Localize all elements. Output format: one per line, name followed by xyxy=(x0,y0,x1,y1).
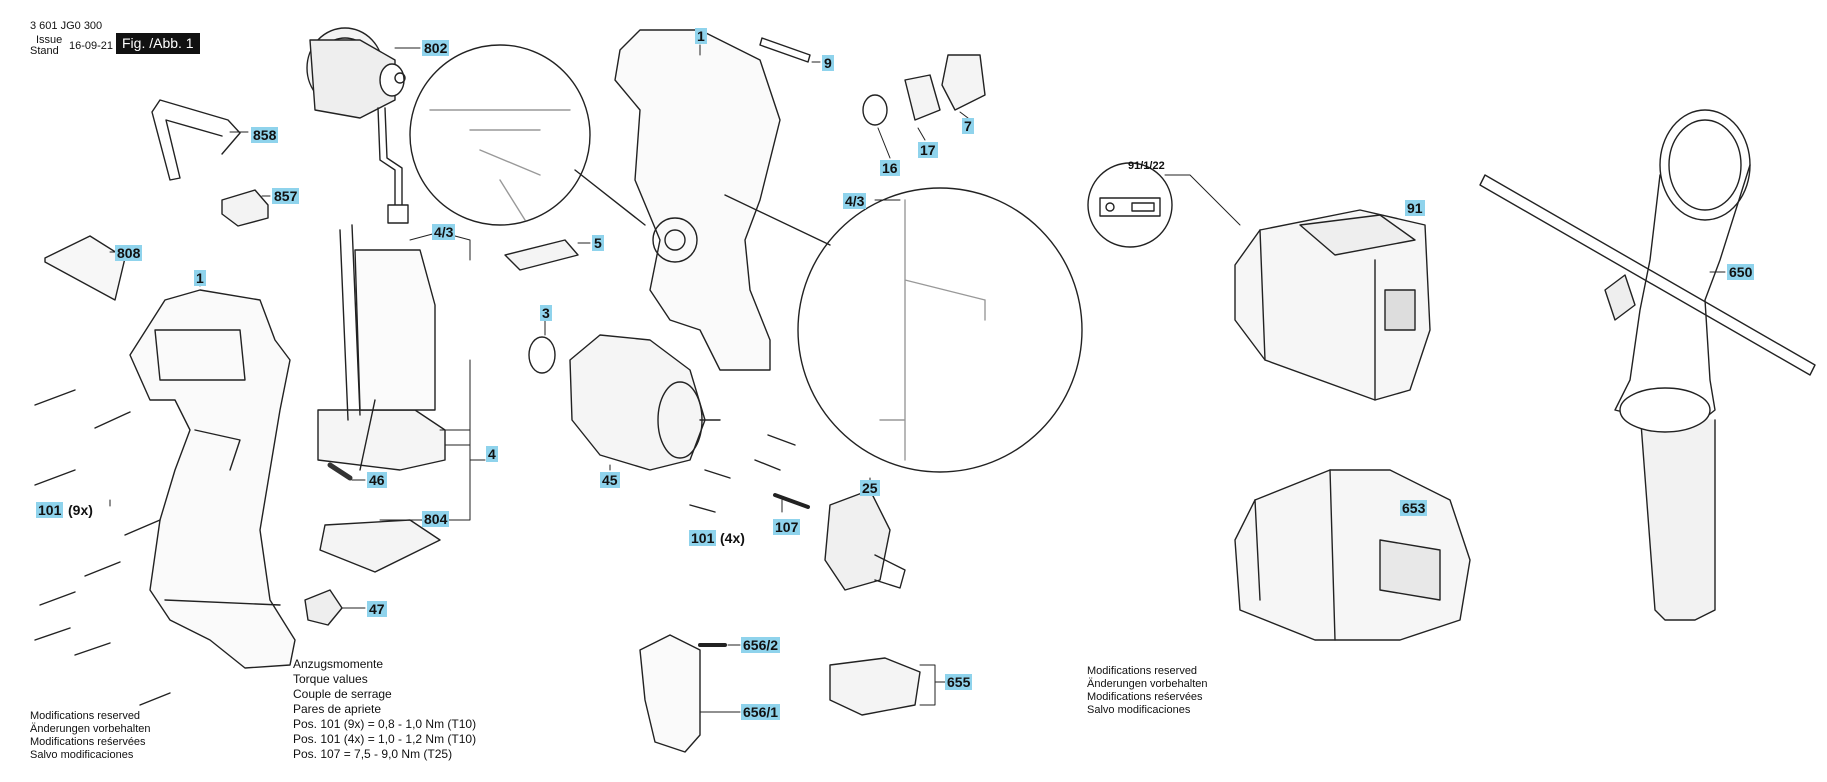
callout-656-1: 656/1 xyxy=(741,704,781,720)
callout-91-1-22: 91/1/22 xyxy=(1128,160,1165,172)
bit-holder-drawing xyxy=(829,657,921,716)
note-line: Salvo modificaciones xyxy=(30,749,134,761)
note-line: Modifications reśervées xyxy=(1087,691,1203,703)
callout-47: 47 xyxy=(367,601,387,617)
callout-3: 3 xyxy=(540,305,552,321)
torque-line: Pos. 107 = 7,5 - 9,0 Nm (T25) xyxy=(293,747,453,761)
pad-808-drawing xyxy=(44,235,126,301)
spring-46-drawing xyxy=(327,462,353,481)
note-line: Modifications reśervées xyxy=(30,736,146,748)
callout-655: 655 xyxy=(945,674,973,690)
part-7-drawing xyxy=(941,54,986,111)
callout-5: 5 xyxy=(592,235,604,251)
figure-label: Fig. /Abb. 1 xyxy=(116,33,200,54)
note-line: Salvo modificaciones xyxy=(1087,704,1191,716)
side-handle-drawing xyxy=(1479,109,1816,621)
torque-line: Pos. 101 (4x) = 1,0 - 1,2 Nm (T10) xyxy=(293,732,477,746)
detail-circle-right xyxy=(797,187,1083,473)
callout-101-mid-qty: (4x) xyxy=(720,530,745,546)
wire-clip-drawing xyxy=(151,99,241,181)
callout-650: 650 xyxy=(1727,264,1755,280)
callout-101-left: 101 xyxy=(36,502,64,518)
note-line: Änderungen vorbehalten xyxy=(1087,678,1208,690)
torque-values-block: Anzugsmomente Torque values Couple de se… xyxy=(293,657,476,762)
torque-line: Couple de serrage xyxy=(293,687,392,701)
callout-802: 802 xyxy=(422,40,450,56)
document-number: 3 601 JG0 300 xyxy=(30,20,103,32)
torque-line: Torque values xyxy=(293,672,368,686)
belt-clip-drawing xyxy=(639,634,701,753)
callout-7: 7 xyxy=(962,118,974,134)
screws-left-drawing xyxy=(34,389,171,706)
stand-label: Stand xyxy=(30,45,59,57)
callout-4: 4 xyxy=(486,446,498,462)
part-857-drawing xyxy=(221,189,269,227)
torque-line: Pos. 101 (9x) = 0,8 - 1,0 Nm (T10) xyxy=(293,717,477,731)
ring-3-drawing xyxy=(528,336,556,374)
callout-101-mid: 101 xyxy=(689,530,717,546)
part-5-drawing xyxy=(504,239,579,271)
note-line: Änderungen vorbehalten xyxy=(30,723,151,735)
callout-16: 16 xyxy=(880,160,900,176)
battery-drawing xyxy=(1234,209,1431,401)
callout-1-top: 1 xyxy=(695,28,707,44)
gearbox-drawing xyxy=(569,334,721,471)
screws-mid-drawing xyxy=(689,434,810,513)
plate-804-drawing xyxy=(319,519,441,573)
callout-25: 25 xyxy=(860,480,880,496)
callout-101-left-qty: (9x) xyxy=(68,502,93,518)
note-line: Modifications reserved xyxy=(1087,665,1198,677)
callout-46: 46 xyxy=(367,472,387,488)
knob-47-drawing xyxy=(304,589,343,626)
chuck-drawing xyxy=(824,489,906,591)
callout-1-left: 1 xyxy=(194,270,206,286)
callout-808: 808 xyxy=(115,245,143,261)
callout-804: 804 xyxy=(422,511,450,527)
callout-858: 858 xyxy=(251,127,279,143)
callout-45: 45 xyxy=(600,472,620,488)
motor-drawing xyxy=(306,27,409,224)
callout-91: 91 xyxy=(1405,200,1425,216)
callout-9: 9 xyxy=(822,55,834,71)
part-9-drawing xyxy=(759,37,811,63)
part-16-drawing xyxy=(862,94,888,126)
part-17-drawing xyxy=(904,74,941,121)
callout-4-3-right: 4/3 xyxy=(843,193,867,209)
switch-module-drawing xyxy=(317,224,446,471)
charger-drawing xyxy=(1234,469,1471,641)
callout-653: 653 xyxy=(1400,500,1428,516)
housing-left-drawing xyxy=(129,289,296,669)
callout-656-2: 656/2 xyxy=(741,637,781,653)
callout-17: 17 xyxy=(918,142,938,158)
callout-107: 107 xyxy=(773,519,801,535)
housing-top-drawing xyxy=(614,29,781,371)
modifications-note-left: Modifications reserved Änderungen vorbeh… xyxy=(30,710,150,762)
callout-857: 857 xyxy=(272,188,300,204)
torque-line: Pares de apriete xyxy=(293,702,382,716)
issue-label: Issue xyxy=(36,34,63,46)
note-line: Modifications reserved xyxy=(30,710,141,722)
detail-circle-left xyxy=(409,44,591,226)
issue-date: 16-09-21 xyxy=(69,40,114,52)
modifications-note-right: Modifications reserved Änderungen vorbeh… xyxy=(1087,665,1207,717)
callout-4-3-left: 4/3 xyxy=(432,224,456,240)
torque-line: Anzugsmomente xyxy=(293,657,384,671)
